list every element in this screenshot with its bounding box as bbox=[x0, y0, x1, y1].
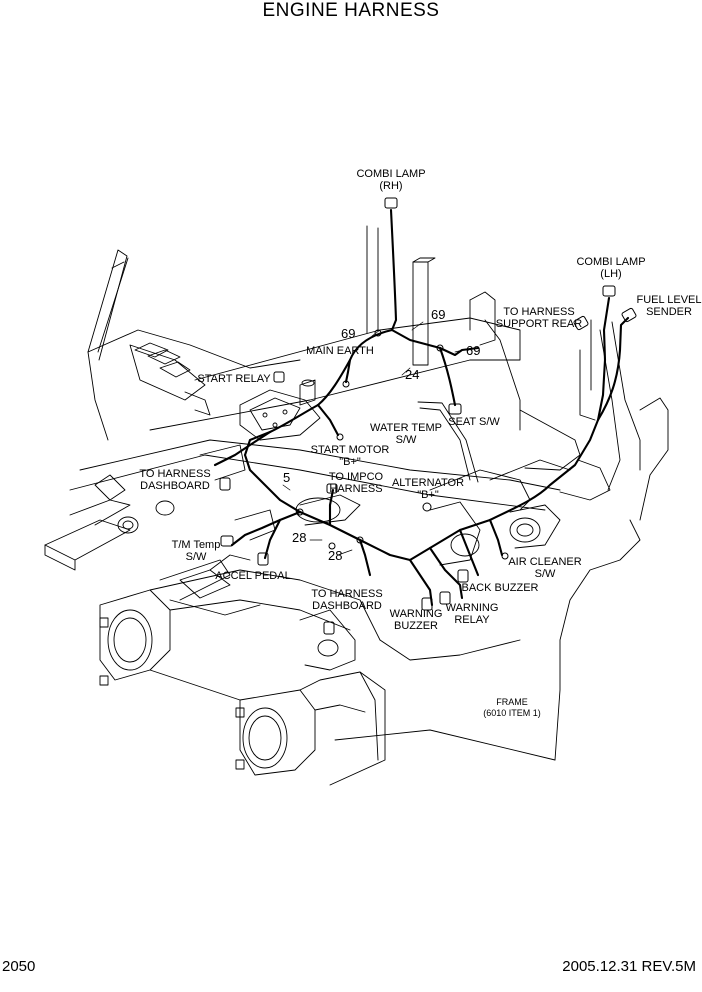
label-main-earth: MAIN EARTH bbox=[306, 345, 374, 357]
callout-24: 24 bbox=[405, 367, 420, 382]
connector-dash-left bbox=[219, 477, 231, 491]
callout-28-upper: 28 bbox=[292, 530, 307, 545]
connector-accel bbox=[257, 552, 269, 566]
callout-69-left: 69 bbox=[341, 326, 356, 341]
callout-69-top: 69 bbox=[431, 307, 446, 322]
page-number: 2050 bbox=[2, 958, 36, 975]
connector-combi-lh bbox=[602, 285, 616, 297]
callout-69-right: 69 bbox=[466, 343, 481, 358]
connector-warning-buzzer bbox=[421, 597, 433, 611]
connector-alternator bbox=[422, 502, 432, 512]
connector-fuel-level bbox=[621, 307, 637, 323]
label-alternator: ALTERNATOR"B+" bbox=[391, 477, 465, 501]
label-combi-lamp-rh: COMBI LAMP(RH) bbox=[356, 168, 426, 192]
connector-impco bbox=[326, 483, 338, 494]
connector-combi-rh bbox=[384, 197, 398, 209]
label-accel-pedal: ACCEL PEDAL bbox=[215, 570, 291, 582]
label-start-relay: START RELAY bbox=[197, 373, 271, 385]
label-seat-sw: SEAT S/W bbox=[448, 416, 500, 428]
connector-main-earth bbox=[342, 380, 350, 388]
connector-start-relay bbox=[273, 371, 285, 383]
label-frame: FRAME(6010 ITEM 1) bbox=[483, 697, 541, 718]
callout-5: 5 bbox=[283, 470, 291, 485]
label-start-motor: START MOTOR"B+" bbox=[310, 444, 390, 468]
harness-wiring bbox=[213, 208, 630, 607]
leader-lines bbox=[282, 321, 464, 556]
page-title: ENGINE HARNESS bbox=[262, 0, 440, 21]
connector-back-buzzer bbox=[457, 569, 469, 583]
connector-start-motor bbox=[336, 433, 344, 441]
connector-air-cleaner bbox=[501, 552, 509, 560]
connector-warning-relay bbox=[439, 591, 451, 605]
revision-stamp: 2005.12.31 REV.5M bbox=[562, 958, 696, 975]
label-combi-lamp-lh: COMBI LAMP(LH) bbox=[576, 256, 646, 280]
connector-tm-temp bbox=[220, 535, 234, 547]
connectors bbox=[219, 197, 637, 635]
connector-dash-lower bbox=[323, 621, 335, 635]
callout-28-lower: 28 bbox=[328, 548, 343, 563]
connector-support-rear bbox=[573, 315, 589, 331]
label-back-buzzer: BACK BUZZER bbox=[461, 582, 539, 594]
connector-seat-sw bbox=[448, 403, 462, 415]
